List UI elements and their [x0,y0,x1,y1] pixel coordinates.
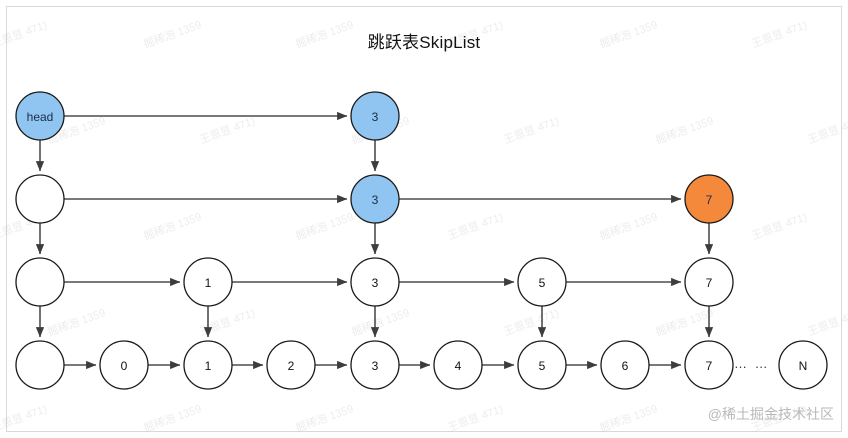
node-circle [350,91,400,141]
node-label: 1 [205,359,212,373]
node-label: N [799,359,808,373]
node-circle [350,340,400,390]
skiplist-node-L2-7[interactable]: 7 [684,257,734,307]
skiplist-node-L3-2[interactable]: 2 [266,340,316,390]
node-label: 1 [205,276,212,290]
skiplist-node-L3-1[interactable]: 1 [183,340,233,390]
skiplist-node-L2-head[interactable] [15,257,65,307]
node-label: 6 [622,359,629,373]
node-circle [183,257,233,307]
skiplist-node-L1-7[interactable]: 7 [684,174,734,224]
node-label: 5 [539,276,546,290]
skiplist-node-L3-6[interactable]: 6 [600,340,650,390]
node-label: 0 [121,359,128,373]
node-circle [350,174,400,224]
node-label: 2 [288,359,295,373]
node-label: head [27,110,54,124]
skiplist-node-L2-3[interactable]: 3 [350,257,400,307]
skiplist-node-L0-head[interactable]: head [15,91,65,141]
node-circle [517,257,567,307]
node-circle [517,340,567,390]
annotation-tail-ellipsis: … … [734,356,770,371]
skiplist-node-L0-3[interactable]: 3 [350,91,400,141]
skiplist-node-L3-N[interactable]: N [778,340,828,390]
edges-layer [35,111,714,370]
node-circle [183,340,233,390]
node-circle [350,257,400,307]
skiplist-node-L3-4[interactable]: 4 [433,340,483,390]
node-circle [433,340,483,390]
node-label: 3 [372,193,379,207]
node-label: 5 [539,359,546,373]
node-circle [15,340,65,390]
node-label: 3 [372,110,379,124]
skiplist-node-L3-head[interactable] [15,340,65,390]
node-circle [684,340,734,390]
node-label: 7 [706,193,713,207]
node-label: 3 [372,359,379,373]
node-circle [15,174,65,224]
node-circle [266,340,316,390]
skiplist-node-L3-5[interactable]: 5 [517,340,567,390]
node-circle [684,257,734,307]
node-circle [15,257,65,307]
skiplist-node-L3-0[interactable]: 0 [99,340,149,390]
site-watermark: @稀土掘金技术社区 [707,406,834,422]
node-circle [99,340,149,390]
skiplist-node-L2-5[interactable]: 5 [517,257,567,307]
skiplist-node-L3-3[interactable]: 3 [350,340,400,390]
skiplist-node-L3-7[interactable]: 7 [684,340,734,390]
skiplist-node-L1-3[interactable]: 3 [350,174,400,224]
node-circle [684,174,734,224]
node-label: 4 [455,359,462,373]
skiplist-node-L1-head[interactable] [15,174,65,224]
node-label: 7 [706,359,713,373]
skiplist-node-L2-1[interactable]: 1 [183,257,233,307]
node-label: 3 [372,276,379,290]
node-circle [778,340,828,390]
node-circle [15,91,65,141]
page-title: 跳跃表SkipList [367,33,481,52]
node-circle [600,340,650,390]
node-label: 7 [706,276,713,290]
